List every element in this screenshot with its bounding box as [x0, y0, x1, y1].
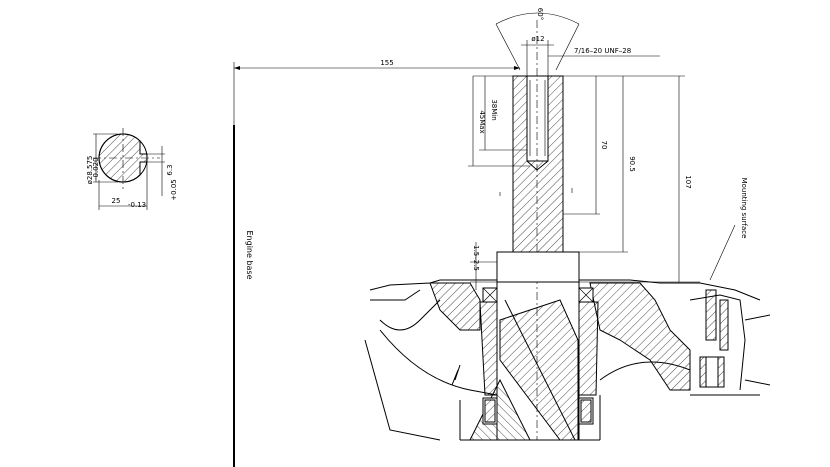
key-height-tolerance: -0.13 — [128, 201, 146, 209]
mounting-surface-label: Mounting surface — [740, 178, 748, 239]
key-width-tolerance: +0.05 — [170, 179, 178, 200]
drill-depth-max-label: 45Max — [478, 110, 486, 133]
shaft-diameter-tolerance: -0.020 — [92, 157, 100, 180]
overall-length-label: 155 — [380, 59, 393, 67]
engine-base-label: Engine base — [245, 230, 254, 279]
thread-label: 7/16–20 UNF–28 — [574, 47, 631, 55]
angle-label: 60° — [536, 8, 544, 20]
dim-90-5-label: 90.5 — [628, 156, 636, 172]
thread-depth-dimensions — [468, 75, 530, 167]
gap-label: 1.5–2.5 — [472, 245, 480, 271]
engine-housing — [364, 279, 771, 441]
dim-70-label: 70 — [600, 141, 608, 150]
shaft-cross-section — [93, 128, 165, 210]
top-dimensions — [234, 12, 660, 76]
crankshaft — [469, 20, 580, 441]
bore-diameter-label: ø12 — [531, 35, 544, 43]
key-width-label: 6.3 — [166, 164, 174, 175]
dim-107-label: 107 — [684, 175, 692, 188]
thread-depth-min-label: 38Min — [490, 99, 498, 120]
key-height-label: 25 — [112, 197, 121, 205]
length-dimensions — [470, 75, 736, 290]
shaft-diameter-label: ø28.575 — [86, 156, 94, 185]
